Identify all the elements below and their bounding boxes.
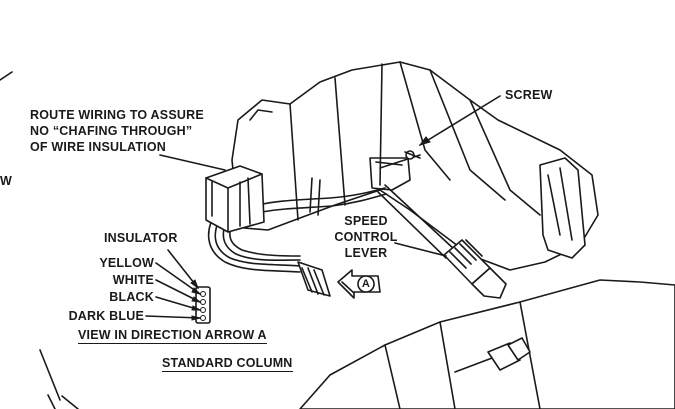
left-edge-fragment [0, 71, 79, 409]
screw [369, 150, 421, 191]
wire-connector [297, 261, 331, 297]
speed-control-lever [377, 184, 507, 299]
speed-control-label-line3: LEVER [344, 246, 388, 260]
arrow-letter: A [361, 278, 371, 290]
leader-lines [145, 95, 501, 321]
wire-label-white: WHITE [112, 273, 154, 287]
wiring-harness [207, 177, 387, 273]
speed-control-label-line1: SPEED [344, 214, 388, 228]
route-wiring-label-line1: ROUTE WIRING TO ASSURE [30, 108, 204, 122]
standard-column-caption: STANDARD COLUMN [162, 356, 293, 372]
route-wiring-label-line2: NO “CHAFING THROUGH” [30, 124, 193, 138]
wire-label-yellow: YELLOW [99, 256, 154, 270]
route-wiring-label-line3: OF WIRE INSULATION [30, 140, 166, 154]
direction-arrow-a [337, 269, 381, 299]
insulator [195, 286, 211, 324]
steering-column-upper [231, 61, 599, 271]
standard-column-lower [299, 279, 675, 409]
wire-label-dark-blue: DARK BLUE [68, 309, 144, 323]
speed-control-label-line2: CONTROL [334, 230, 398, 244]
edge-fragment-text: W [0, 174, 12, 188]
view-direction-caption: VIEW IN DIRECTION ARROW A [78, 328, 267, 344]
switch-block [205, 165, 265, 233]
screw-label: SCREW [505, 88, 553, 102]
wire-label-black: BLACK [109, 290, 154, 304]
insulator-label: INSULATOR [104, 231, 178, 245]
